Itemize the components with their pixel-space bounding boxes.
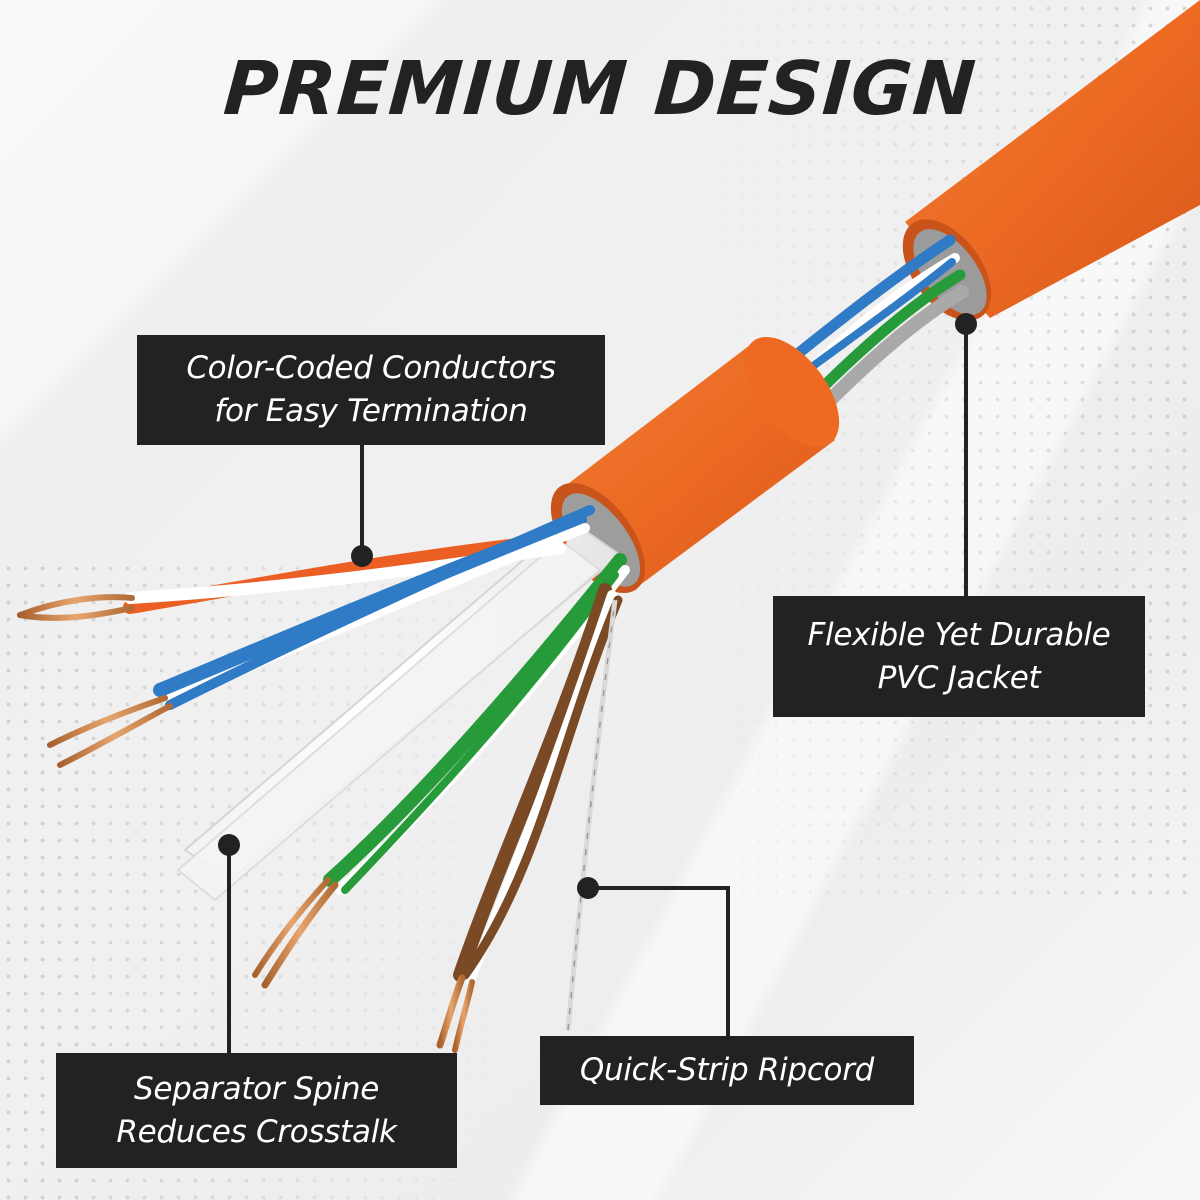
connector-line-conductors [360, 445, 364, 556]
callout-line: Quick-Strip Ripcord [579, 1052, 875, 1088]
connector-line-ripcord-horizontal [588, 886, 730, 890]
callout-dot-spine [218, 834, 240, 856]
callout-pvc-jacket: Flexible Yet Durable PVC Jacket [773, 596, 1145, 717]
callout-separator-spine: Separator Spine Reduces Crosstalk [56, 1053, 457, 1168]
connector-line-ripcord-vertical [726, 886, 730, 1036]
ripcord [565, 599, 618, 1031]
callout-line: for Easy Termination [214, 393, 528, 429]
callout-line: PVC Jacket [877, 659, 1041, 696]
callout-line: Separator Spine [133, 1070, 380, 1107]
callout-color-coded-conductors: Color-Coded Conductors for Easy Terminat… [137, 335, 605, 445]
callout-dot-ripcord [577, 877, 599, 899]
callout-dot-conductors [351, 545, 373, 567]
connector-line-spine [227, 845, 231, 1053]
callout-line: Color-Coded Conductors [186, 350, 556, 386]
callout-line: Reduces Crosstalk [116, 1113, 397, 1150]
callout-line: Flexible Yet Durable [807, 616, 1111, 653]
callout-dot-jacket [955, 313, 977, 335]
page-title: PREMIUM DESIGN [221, 46, 979, 132]
connector-line-jacket [964, 324, 968, 596]
callout-ripcord: Quick-Strip Ripcord [540, 1036, 914, 1105]
